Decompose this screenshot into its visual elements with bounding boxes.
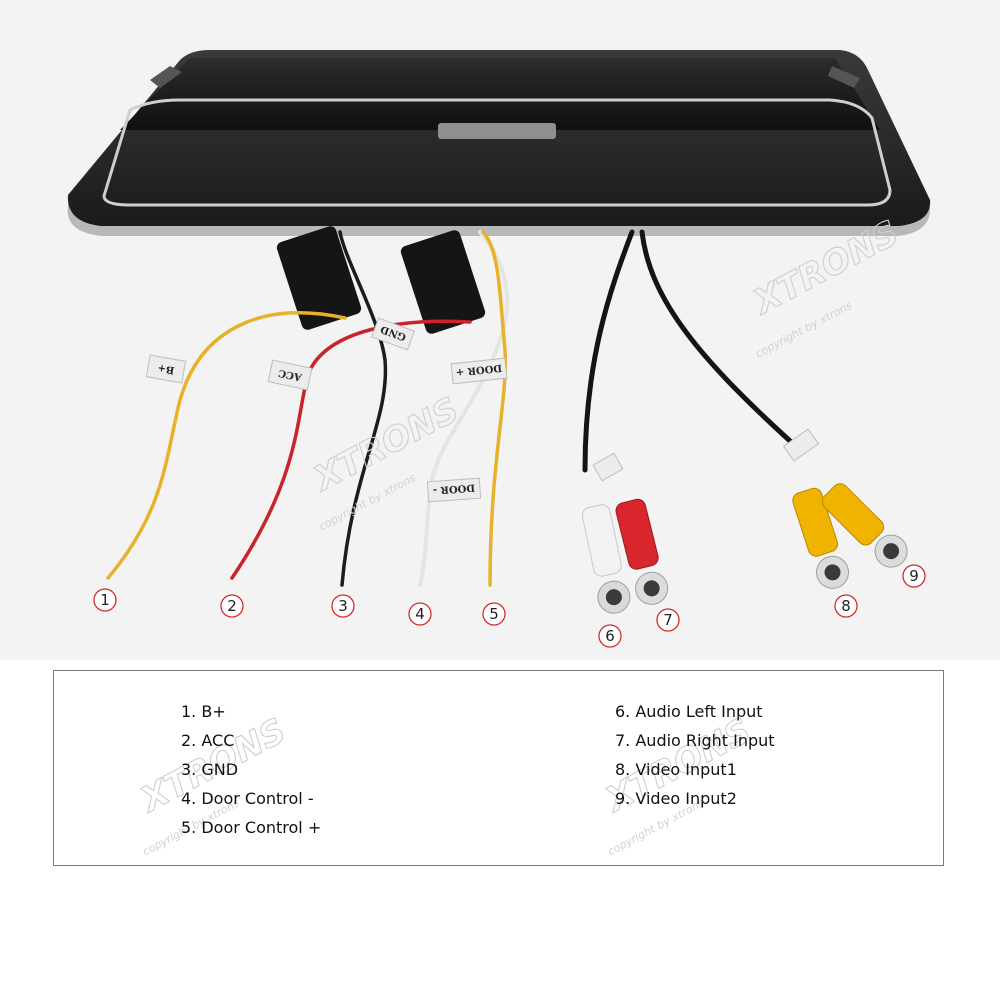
svg-text:4: 4	[415, 605, 425, 623]
power-wires	[106, 229, 803, 587]
tag-av-video	[782, 428, 820, 462]
callout-3: 3	[331, 594, 355, 618]
rca-yellow-input2	[821, 483, 908, 568]
svg-text:7: 7	[663, 611, 673, 629]
svg-text:9: 9	[909, 567, 919, 585]
callout-9: 9	[902, 564, 926, 588]
monitor-housing	[67, 50, 931, 236]
legend-item-gnd: 3. GND	[181, 760, 239, 779]
callout-5: 5	[482, 602, 506, 626]
photo-watermark-2: XTRONS copyright by xtrons	[305, 389, 466, 533]
tag-b-plus-label: B+	[157, 362, 175, 376]
tag-door-plus: DOOR +	[450, 357, 508, 385]
svg-text:5: 5	[489, 605, 499, 623]
svg-text:8: 8	[841, 597, 851, 615]
legend-column-right: 6. Audio Left Input 7. Audio Right Input…	[615, 697, 775, 813]
wire-gnd	[338, 230, 388, 587]
rca-white-left	[581, 504, 631, 614]
rca-yellow-input1	[792, 487, 850, 589]
cable-audio	[582, 229, 635, 473]
callout-6: 6	[598, 624, 622, 648]
wire-door-plus	[481, 230, 508, 587]
wire-b-plus	[106, 311, 347, 580]
legend-watermarks: XTRONS copyright by xtrons XTRONS copyri…	[132, 710, 758, 858]
tag-gnd: GND	[371, 317, 415, 351]
callout-2: 2	[220, 594, 244, 618]
rca-red-right	[615, 498, 669, 605]
wiring-illustration: B+ ACC GND DOOR + DOOR -	[67, 50, 931, 648]
callout-markers: 1 2 3 4 5 6 7 8 9	[93, 564, 926, 648]
fuse-holders	[276, 226, 486, 334]
wire-tags: B+ ACC GND DOOR + DOOR -	[145, 317, 820, 503]
callout-7: 7	[656, 608, 680, 632]
legend-item-b-plus: 1. B+	[181, 702, 226, 721]
legend-column-left: 1. B+ 2. ACC 3. GND 4. Door Control - 5.…	[181, 697, 321, 842]
tag-acc-label: ACC	[277, 367, 303, 383]
callout-1: 1	[93, 588, 117, 612]
legend-item-video-input2: 9. Video Input2	[615, 789, 737, 808]
svg-text:6: 6	[605, 627, 615, 645]
tag-acc: ACC	[267, 359, 313, 391]
audio-rca-connectors	[581, 498, 669, 614]
callout-4: 4	[408, 602, 432, 626]
legend-item-door-plus: 5. Door Control +	[181, 818, 322, 837]
product-photo: B+ ACC GND DOOR + DOOR -	[0, 0, 1000, 660]
tag-door-plus-label: DOOR +	[455, 362, 502, 378]
tag-av-audio	[592, 452, 624, 482]
video-rca-connectors	[792, 483, 908, 589]
svg-text:2: 2	[227, 597, 237, 615]
tag-door-minus-label: DOOR -	[433, 482, 476, 496]
svg-text:3: 3	[338, 597, 348, 615]
legend-item-acc: 2. ACC	[181, 731, 235, 750]
svg-text:1: 1	[100, 591, 110, 609]
legend-box: XTRONS copyright by xtrons XTRONS copyri…	[53, 670, 944, 866]
tag-door-minus: DOOR -	[426, 477, 482, 503]
tag-b-plus: B+	[145, 354, 187, 384]
legend-item-audio-left: 6. Audio Left Input	[615, 702, 763, 721]
callout-8: 8	[834, 594, 858, 618]
legend-item-door-minus: 4. Door Control -	[181, 789, 314, 808]
wire-door-minus	[418, 230, 510, 587]
legend-item-video-input1: 8. Video Input1	[615, 760, 737, 779]
legend-item-audio-right: 7. Audio Right Input	[615, 731, 775, 750]
cable-video	[639, 229, 803, 453]
